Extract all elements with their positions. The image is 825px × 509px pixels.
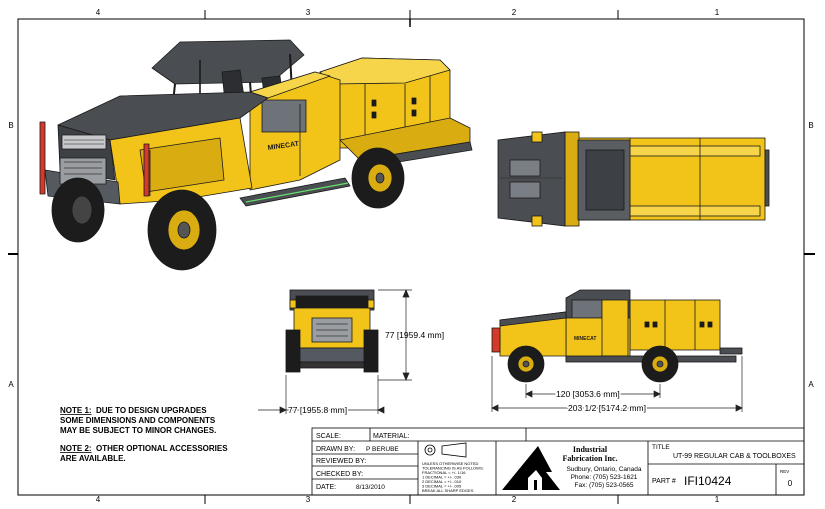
drawn-by-value: P BERUBE: [366, 446, 399, 453]
dimension-wheelbase: 120 [3053.6 mm]: [556, 389, 620, 399]
zone-col-3-bottom: 3: [306, 495, 311, 504]
zone-row-a-right: A: [808, 380, 814, 389]
company-city: Sudbury, Ontario, Canada: [566, 466, 641, 473]
company-logo-icon: [502, 446, 560, 490]
zone-col-4-bottom: 4: [96, 495, 101, 504]
company-name-line-2: Fabrication Inc.: [562, 454, 617, 463]
revision-value: 0: [788, 479, 793, 488]
title-block: [311, 427, 805, 496]
front-view-dimensions: [258, 289, 412, 414]
dimension-front-width: 77 [1955.8 mm]: [288, 405, 347, 415]
reviewed-by-label: REVIEWED BY:: [316, 458, 366, 465]
side-view-dimensions: [491, 356, 743, 412]
date-label: DATE:: [316, 484, 336, 491]
decal-text-side: MINECAT: [574, 336, 596, 342]
zone-row-a-left: A: [8, 380, 14, 389]
zone-col-2-bottom: 2: [512, 495, 517, 504]
projection-symbol-icon: [424, 442, 467, 458]
tolerance-line-2: TOLERANCING IS AS FOLLOWS:: [422, 466, 484, 471]
tolerance-line-5: 2 DECIMAL = +/- .010: [422, 479, 462, 484]
drawn-by-label: DRAWN BY:: [316, 446, 355, 453]
front-view: [285, 289, 379, 373]
side-view: MINECAT: [491, 289, 743, 383]
tolerance-line-3: FRACTIONAL = +/- 1/16: [422, 470, 466, 475]
title-block-text: SCALE: MATERIAL: DRAWN BY: P BERUBE REVI…: [316, 433, 796, 493]
date-value: 8/13/2010: [356, 484, 385, 491]
dimension-overall-length: 203 1/2 [5174.2 mm]: [568, 403, 646, 413]
title-label: TITLE: [652, 444, 670, 451]
zone-col-1-bottom: 1: [715, 495, 720, 504]
tolerance-line-4: 1 DECIMAL = +/- .030: [422, 475, 462, 480]
isometric-view: MINECAT: [39, 39, 473, 271]
revision-label: REV: [780, 469, 789, 474]
tolerance-line-7: BREAK ALL SHARP EDGES: [422, 488, 474, 493]
dimension-front-height: 77 [1959.4 mm]: [385, 330, 444, 340]
decal-text: MINECAT: [267, 141, 300, 152]
note-2-line-2: ARE AVAILABLE.: [60, 454, 126, 463]
company-name-line-1: Industrial: [573, 445, 608, 454]
note-2-line-1: OTHER OPTIONAL ACCESSORIES: [96, 444, 228, 453]
zone-row-b-right: B: [808, 121, 813, 130]
tolerance-notes: UNLESS OTHERWISE NOTED TOLERANCING IS AS…: [422, 461, 484, 493]
checked-by-label: CHECKED BY:: [316, 471, 363, 478]
scale-label: SCALE:: [316, 433, 341, 440]
tolerance-line-6: 3 DECIMAL = +/- .005: [422, 484, 462, 489]
tolerance-line-1: UNLESS OTHERWISE NOTED: [422, 461, 478, 466]
zone-col-4-top: 4: [96, 8, 101, 17]
zone-row-b-left: B: [8, 121, 13, 130]
top-view: [497, 131, 770, 227]
drawing-title: UT-99 REGULAR CAB & TOOLBOXES: [673, 453, 796, 460]
zone-col-1-top: 1: [715, 8, 720, 17]
notes: NOTE 1: DUE TO DESIGN UPGRADES SOME DIME…: [60, 406, 228, 463]
note-1-label: NOTE 1:: [60, 406, 92, 415]
note-1-line-2: SOME DIMENSIONS AND COMPONENTS: [60, 416, 216, 425]
note-2-label: NOTE 2:: [60, 444, 92, 453]
part-number: IFI10424: [684, 474, 732, 488]
company-fax: Fax: (705) 523-0565: [575, 482, 634, 489]
zone-col-3-top: 3: [306, 8, 311, 17]
part-number-label: PART #: [652, 478, 676, 485]
zone-col-2-top: 2: [512, 8, 517, 17]
material-label: MATERIAL:: [373, 433, 409, 440]
note-1-line-3: MAY BE SUBJECT TO MINOR CHANGES.: [60, 426, 216, 435]
company-phone: Phone: (705) 523-1621: [571, 474, 638, 481]
zone-labels: 4 3 2 1 4 3 2 1 B B A A: [8, 8, 814, 504]
note-1-line-1: DUE TO DESIGN UPGRADES: [96, 406, 207, 415]
